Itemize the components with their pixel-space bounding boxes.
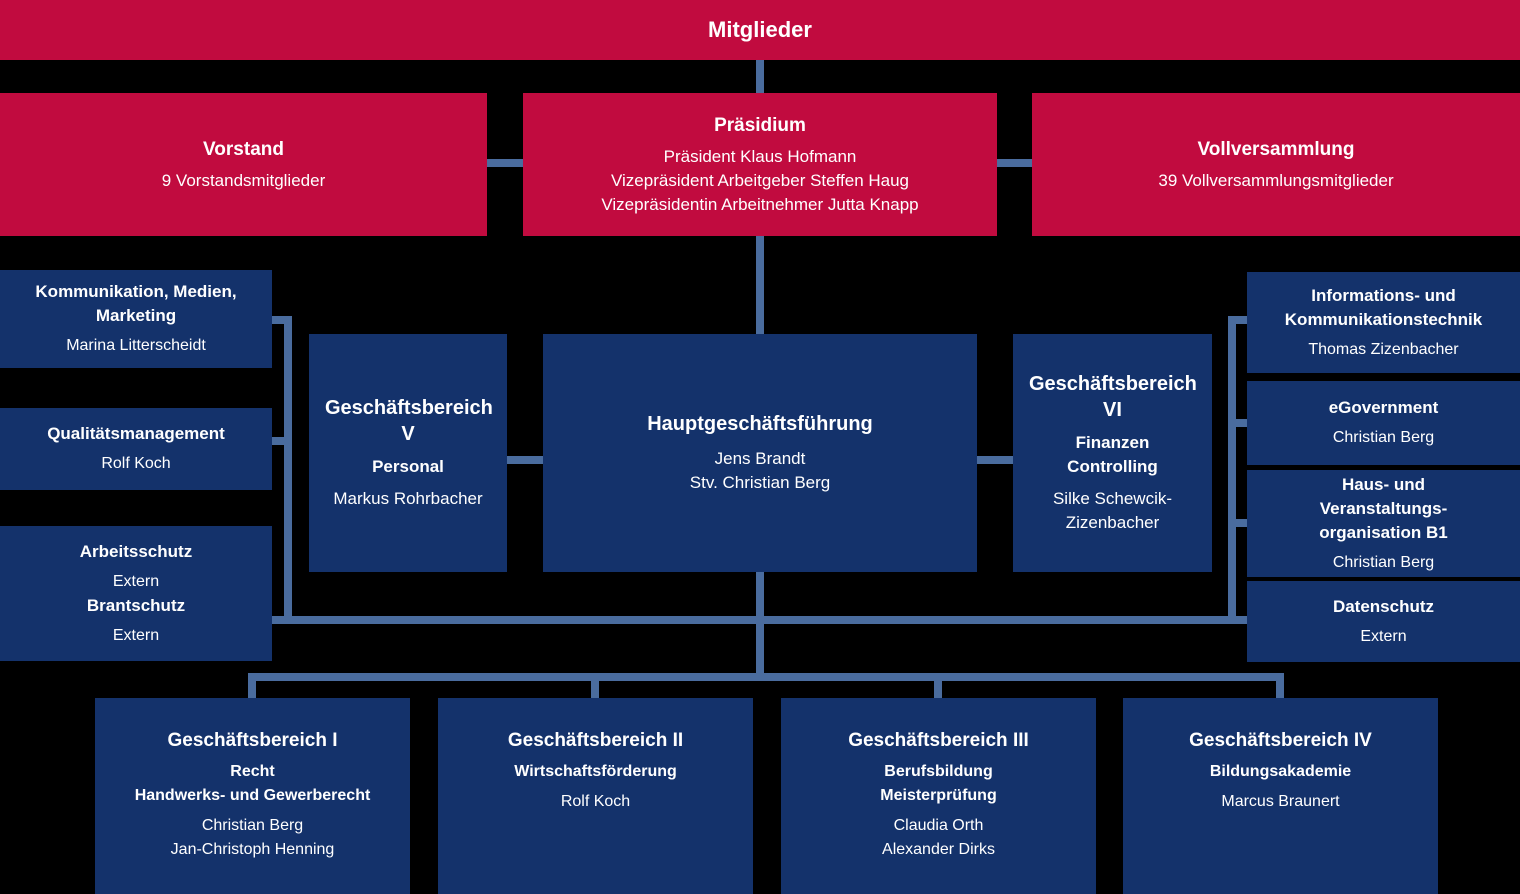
gb5-name: Markus Rohrbacher	[333, 489, 483, 508]
ikt-name: Thomas Zizenbacher	[1308, 340, 1459, 358]
mitglieder-title: Mitglieder	[708, 17, 812, 42]
box-geschaeftsbereich-1: Geschäftsbereich I Recht Handwerks- und …	[95, 698, 410, 894]
vorstand-title: Vorstand	[203, 138, 284, 160]
connector-praesidium-hgf	[756, 236, 764, 334]
gb3-subtitle: Berufsbildung	[884, 763, 993, 780]
connector-egovernment-stub	[1236, 419, 1247, 427]
box-qualitaetsmanagement: Qualitätsmanagement Rolf Koch	[0, 408, 272, 490]
gb3-subtitle: Meisterprüfung	[880, 787, 997, 804]
connector-vorstand-praesidium	[487, 159, 523, 167]
gb5-title: Geschäftsbereich V	[325, 397, 493, 445]
connector-qualitaet-stub	[272, 437, 284, 445]
gb2-title: Geschäftsbereich II	[507, 730, 684, 751]
gb3-title: Geschäftsbereich III	[848, 730, 1029, 751]
kommunikation-title: Kommunikation, Medien, Marketing	[35, 282, 237, 325]
box-hauptgeschaeftsfuehrung: Hauptgeschäftsführung Jens Brandt Stv. C…	[543, 334, 977, 572]
kommunikation-name: Marina Litterscheidt	[66, 337, 206, 354]
datenschutz-title: Datenschutz	[1332, 596, 1435, 616]
gb2-subtitle: Wirtschaftsförderung	[514, 763, 677, 780]
gb4-subtitle: Bildungsakademie	[1209, 763, 1352, 780]
vollversammlung-line: 39 Vollversammlungsmitglieder	[1158, 170, 1394, 190]
brantschutz-title: Brantschutz	[86, 595, 186, 615]
box-praesidium: Präsidium Präsident Klaus Hofmann Vizepr…	[523, 93, 997, 236]
hgf-deputy: Stv. Christian Berg	[689, 473, 831, 492]
praesidium-line: Präsident Klaus Hofmann	[663, 146, 857, 166]
connector-mitglieder-praesidium	[756, 60, 764, 93]
praesidium-line: Vizepräsident Arbeitgeber Steffen Haug	[610, 170, 910, 190]
box-geschaeftsbereich-3: Geschäftsbereich III Berufsbildung Meist…	[781, 698, 1096, 894]
box-hausorganisation: Haus- und Veranstaltungs-organisation B1…	[1247, 470, 1520, 577]
gb3-name: Claudia Orth	[893, 817, 984, 834]
qualitaet-title: Qualitätsmanagement	[47, 424, 225, 443]
brantschutz-name: Extern	[112, 626, 160, 644]
gb6-subtitle2: Controlling	[1067, 457, 1158, 476]
haus-title: Haus- und Veranstaltungs-organisation B1	[1319, 474, 1448, 542]
box-geschaeftsbereich-4: Geschäftsbereich IV Bildungsakademie Mar…	[1123, 698, 1438, 894]
connector-kommunikation-stub	[272, 316, 284, 324]
connector-gb4-stub	[1276, 673, 1284, 698]
gb1-subtitle: Handwerks- und Gewerberecht	[134, 787, 371, 804]
connector-ikt-stub	[1236, 316, 1247, 324]
box-vorstand: Vorstand 9 Vorstandsmitglieder	[0, 93, 487, 236]
gb1-subtitle: Recht	[230, 763, 275, 780]
box-geschaeftsbereich-2: Geschäftsbereich II Wirtschaftsförderung…	[438, 698, 753, 894]
box-geschaeftsbereich-5: Geschäftsbereich V Personal Markus Rohrb…	[309, 334, 507, 572]
gb1-title: Geschäftsbereich I	[167, 730, 338, 751]
ikt-title: Informations- und Kommunikationstechnik	[1284, 285, 1483, 329]
gb4-name: Marcus Braunert	[1221, 793, 1340, 810]
box-geschaeftsbereich-6: Geschäftsbereich VI Finanzen Controlling…	[1013, 334, 1212, 572]
gb5-subtitle: Personal	[372, 457, 444, 476]
egovernment-title: eGovernment	[1328, 398, 1439, 417]
vollversammlung-title: Vollversammlung	[1197, 138, 1355, 160]
egovernment-name: Christian Berg	[1332, 429, 1435, 446]
connector-haus-stub	[1236, 519, 1247, 527]
connector-right-rail	[1228, 316, 1236, 624]
connector-hgf-departments	[756, 572, 764, 681]
box-ikt: Informations- und Kommunikationstechnik …	[1247, 272, 1520, 373]
box-vollversammlung: Vollversammlung 39 Vollversammlungsmitgl…	[1032, 93, 1520, 236]
vorstand-line: 9 Vorstandsmitglieder	[161, 170, 326, 190]
datenschutz-name: Extern	[1360, 627, 1407, 645]
gb6-subtitle: Finanzen	[1075, 433, 1150, 452]
box-arbeitsschutz: Arbeitsschutz Extern Brantschutz Extern	[0, 526, 272, 661]
connector-gb2-stub	[591, 673, 599, 698]
gb1-name: Christian Berg	[201, 817, 304, 834]
hgf-title: Hauptgeschäftsführung	[647, 413, 873, 435]
arbeitsschutz-name: Extern	[112, 572, 160, 590]
praesidium-title: Präsidium	[714, 114, 806, 136]
connector-left-rail	[284, 316, 292, 624]
connector-departments-rail	[248, 673, 1284, 681]
gb3-name: Alexander Dirks	[882, 841, 995, 858]
qualitaet-name: Rolf Koch	[101, 455, 171, 472]
connector-gb1-stub	[248, 673, 256, 698]
box-datenschutz: Datenschutz Extern	[1247, 581, 1520, 662]
box-mitglieder: Mitglieder	[0, 0, 1520, 60]
gb1-name: Jan-Christoph Henning	[170, 841, 335, 858]
box-egovernment: eGovernment Christian Berg	[1247, 381, 1520, 465]
hgf-name: Jens Brandt	[714, 449, 806, 468]
connector-gb3-stub	[934, 673, 942, 698]
connector-hgf-gb6	[977, 456, 1013, 464]
box-kommunikation: Kommunikation, Medien, Marketing Marina …	[0, 270, 272, 368]
gb4-title: Geschäftsbereich IV	[1189, 730, 1372, 751]
gb6-name: Silke Schewcik-Zizenbacher	[1052, 489, 1173, 532]
gb2-name: Rolf Koch	[560, 793, 631, 810]
connector-praesidium-vollversammlung	[997, 159, 1032, 167]
praesidium-line: Vizepräsidentin Arbeitnehmer Jutta Knapp	[601, 194, 919, 214]
connector-gb5-hgf	[507, 456, 543, 464]
arbeitsschutz-title: Arbeitsschutz	[79, 541, 193, 561]
gb6-title: Geschäftsbereich VI	[1029, 373, 1197, 421]
haus-name: Christian Berg	[1332, 553, 1435, 571]
